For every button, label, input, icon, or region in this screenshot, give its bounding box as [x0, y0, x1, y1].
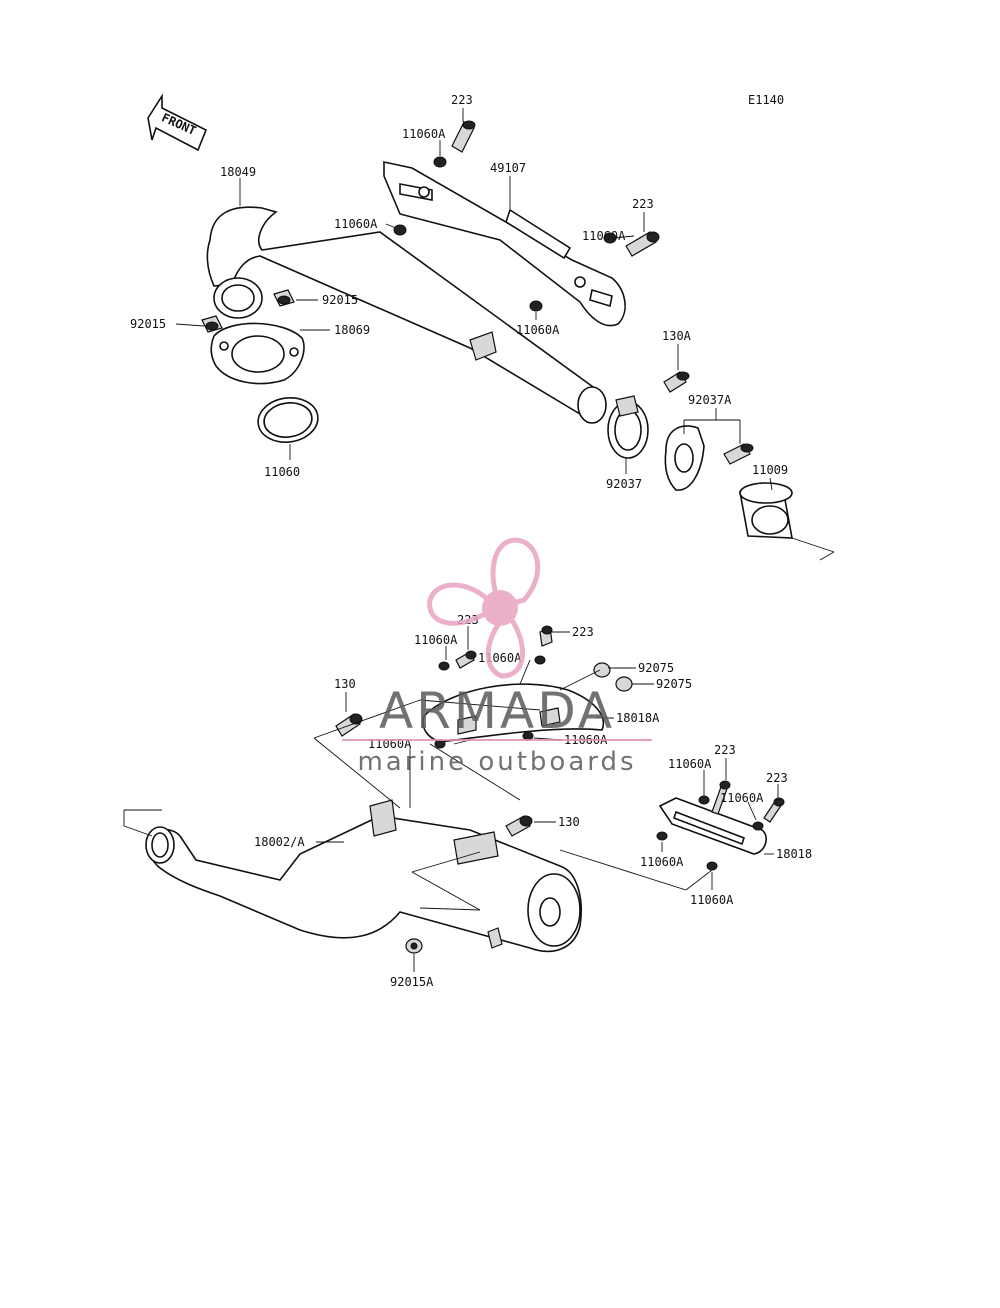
label-11060A-plate-b: 11060A — [720, 791, 764, 805]
muffler — [145, 799, 582, 953]
watermark: ARMADA marine outboards — [342, 537, 652, 777]
bolt-223-cover-a — [455, 650, 477, 669]
heat-shield-bracket — [383, 161, 626, 327]
label-223-cover-b: 223 — [572, 625, 594, 639]
label-18069: 18069 — [334, 323, 370, 337]
clamp-half — [664, 425, 705, 491]
bolt-223-cover-b — [539, 625, 553, 647]
label-92037A: 92037A — [688, 393, 732, 407]
header-pipe — [206, 206, 607, 424]
diagram-code: E1140 — [748, 93, 784, 107]
joint-sleeve — [739, 482, 793, 539]
label-11060A-top: 11060A — [402, 127, 446, 141]
label-49107: 49107 — [490, 161, 526, 175]
washer-11060A-cover-b — [534, 655, 546, 665]
propeller-logo-icon — [427, 537, 541, 679]
label-92015-right: 92015 — [322, 293, 358, 307]
label-11060A-plate-d: 11060A — [690, 893, 734, 907]
label-92015-left: 92015 — [130, 317, 166, 331]
label-92075-b: 92075 — [656, 677, 692, 691]
label-18002A: 18002/A — [254, 835, 305, 849]
label-11009: 11009 — [752, 463, 788, 477]
washer-11060A-cover-a — [438, 661, 450, 671]
bolt-223-top — [451, 120, 476, 153]
bolt-223-right — [625, 231, 660, 257]
label-11060A-cover-a: 11060A — [414, 633, 458, 647]
muffler-heat-cover — [422, 683, 605, 743]
label-92015A: 92015A — [390, 975, 434, 989]
bolt-223-plate-a — [711, 780, 731, 815]
bolt-223-plate-b — [763, 797, 785, 823]
label-223-right: 223 — [632, 197, 654, 211]
label-18018A: 18018A — [616, 711, 660, 725]
washer-11060A-top — [433, 156, 447, 168]
label-11060A-plate-a: 11060A — [668, 757, 712, 771]
bolt-130-mid — [505, 815, 533, 837]
label-11060A-plate-c: 11060A — [640, 855, 684, 869]
washer-11060A-plate-d — [706, 861, 718, 871]
gasket-11060 — [257, 397, 319, 443]
pipe-clamp — [607, 395, 649, 459]
exhaust-flange — [210, 322, 305, 385]
label-92075-a: 92075 — [638, 661, 674, 675]
washer-11060A-mid — [529, 300, 543, 312]
bolt-130A — [663, 371, 690, 393]
label-223-plate-b: 223 — [766, 771, 788, 785]
washer-11060A-plate-a — [698, 795, 710, 805]
label-223-plate-a: 223 — [714, 743, 736, 757]
leader-lines-lower — [123, 626, 779, 972]
watermark-tagline: marine outboards — [357, 747, 636, 777]
nut-92015A — [405, 938, 423, 954]
label-11060A-cover-b: 11060A — [478, 651, 522, 665]
label-130-mid: 130 — [558, 815, 580, 829]
front-arrow: FRONT — [147, 93, 208, 152]
label-11060: 11060 — [264, 465, 300, 479]
label-130A: 130A — [662, 329, 692, 343]
washer-11060A-left — [393, 224, 407, 236]
label-130-left: 130 — [334, 677, 356, 691]
label-92037: 92037 — [606, 477, 642, 491]
stud-92015-right — [273, 289, 295, 307]
label-11060A-mid: 11060A — [516, 323, 560, 337]
nut-92075-b — [615, 676, 633, 692]
label-18018: 18018 — [776, 847, 812, 861]
washer-11060A-plate-c — [656, 831, 668, 841]
label-11060A-right: 11060A — [582, 229, 626, 243]
side-heat-plate — [658, 797, 767, 855]
label-11060A-left: 11060A — [334, 217, 378, 231]
label-18049: 18049 — [220, 165, 256, 179]
watermark-brand: ARMADA — [379, 682, 615, 740]
leader-lines-upper — [175, 108, 835, 561]
nut-92075-a — [593, 662, 611, 678]
label-223-top: 223 — [451, 93, 473, 107]
bolt-92037A — [723, 443, 754, 465]
stud-92015-left — [201, 315, 223, 333]
washer-11060A-plate-b — [752, 821, 764, 831]
